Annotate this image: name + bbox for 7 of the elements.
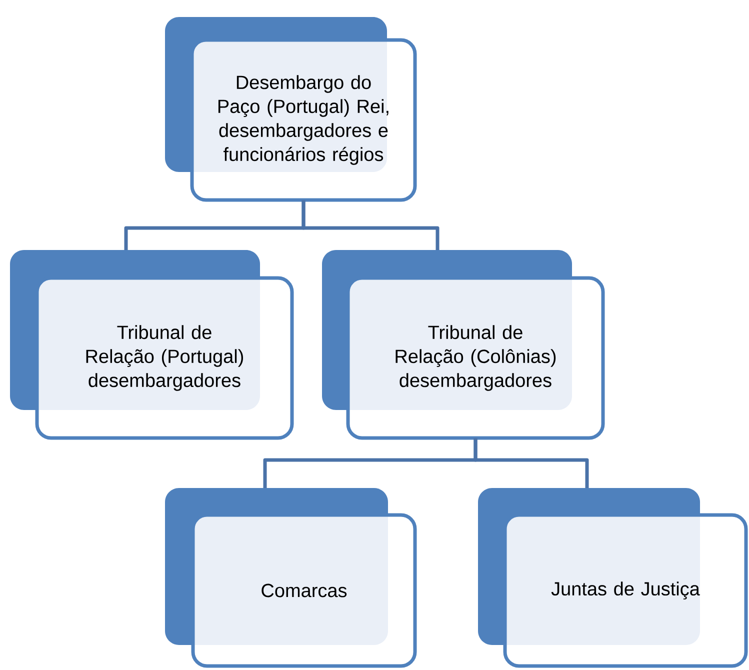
hierarchy-box: Desembargo do Paço (Portugal) Rei, desembargadores e funcionários régios	[165, 17, 417, 202]
connector	[474, 438, 589, 488]
hierarchy-box: Comarcas	[165, 488, 417, 668]
hierarchy-box: Tribunal de Relação (Portugal) desembargadores	[10, 250, 294, 440]
hierarchy-box: Juntas de Justiça	[478, 488, 748, 668]
hierarchy-box: Tribunal de Relação (Colônias) desembargadores	[322, 250, 605, 440]
connector	[302, 200, 440, 250]
